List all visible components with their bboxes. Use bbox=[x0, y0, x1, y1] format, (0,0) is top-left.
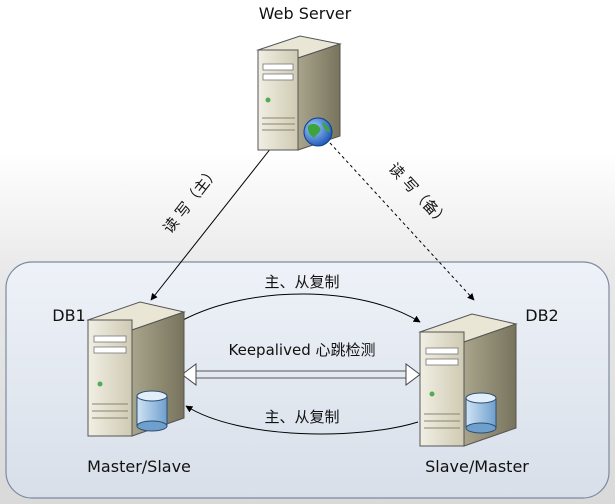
edge-replication-top bbox=[182, 293, 421, 323]
edge-replication-bottom bbox=[185, 405, 419, 435]
heartbeat-label: Keepalived 心跳检测 bbox=[229, 341, 376, 359]
edge-label-web-db2: 读 写（备） bbox=[385, 159, 453, 230]
edge-label-web-db1: 读 写（主） bbox=[159, 163, 222, 237]
db1-server-icon bbox=[86, 301, 186, 437]
db1-role-label: Master/Slave bbox=[87, 457, 191, 476]
db2-disk-icon bbox=[465, 392, 497, 434]
db1-disk-icon bbox=[136, 390, 168, 432]
db2-label: DB2 bbox=[525, 306, 558, 325]
replication-bottom-label: 主、从复制 bbox=[264, 408, 339, 426]
db2-role-label: Slave/Master bbox=[425, 457, 529, 476]
edge-heartbeat bbox=[181, 363, 421, 386]
edge-web-to-db1 bbox=[150, 142, 276, 301]
web-server-label: Web Server bbox=[259, 4, 352, 23]
replication-top-label: 主、从复制 bbox=[264, 273, 339, 291]
db1-label: DB1 bbox=[52, 306, 85, 325]
globe-icon bbox=[303, 117, 333, 147]
